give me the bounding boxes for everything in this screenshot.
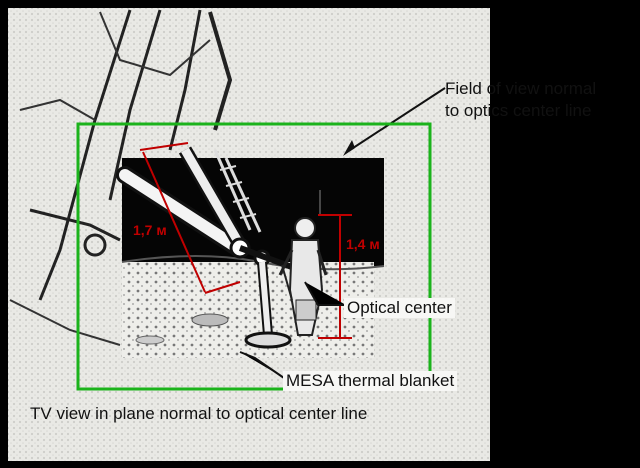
strut-length-label: 1,7 м: [133, 222, 167, 238]
measurement-lines: [139, 142, 352, 339]
astronaut-height-label: 1,4 м: [346, 236, 380, 252]
optical-center-label: Optical center: [344, 298, 455, 318]
tv-view-caption: TV view in plane normal to optical cente…: [30, 404, 368, 423]
field-of-view-label: Field of view normal to optics center li…: [445, 78, 596, 122]
mesa-blanket-label: MESA thermal blanket: [283, 371, 458, 391]
field-of-view-line-2: to optics center line: [445, 101, 592, 120]
field-of-view-line-1: Field of view normal: [445, 79, 597, 98]
leader-lines: [239, 87, 446, 379]
field-of-view-frame: [76, 122, 432, 391]
ladder-strut: [116, 146, 302, 349]
astronaut: [278, 190, 328, 336]
